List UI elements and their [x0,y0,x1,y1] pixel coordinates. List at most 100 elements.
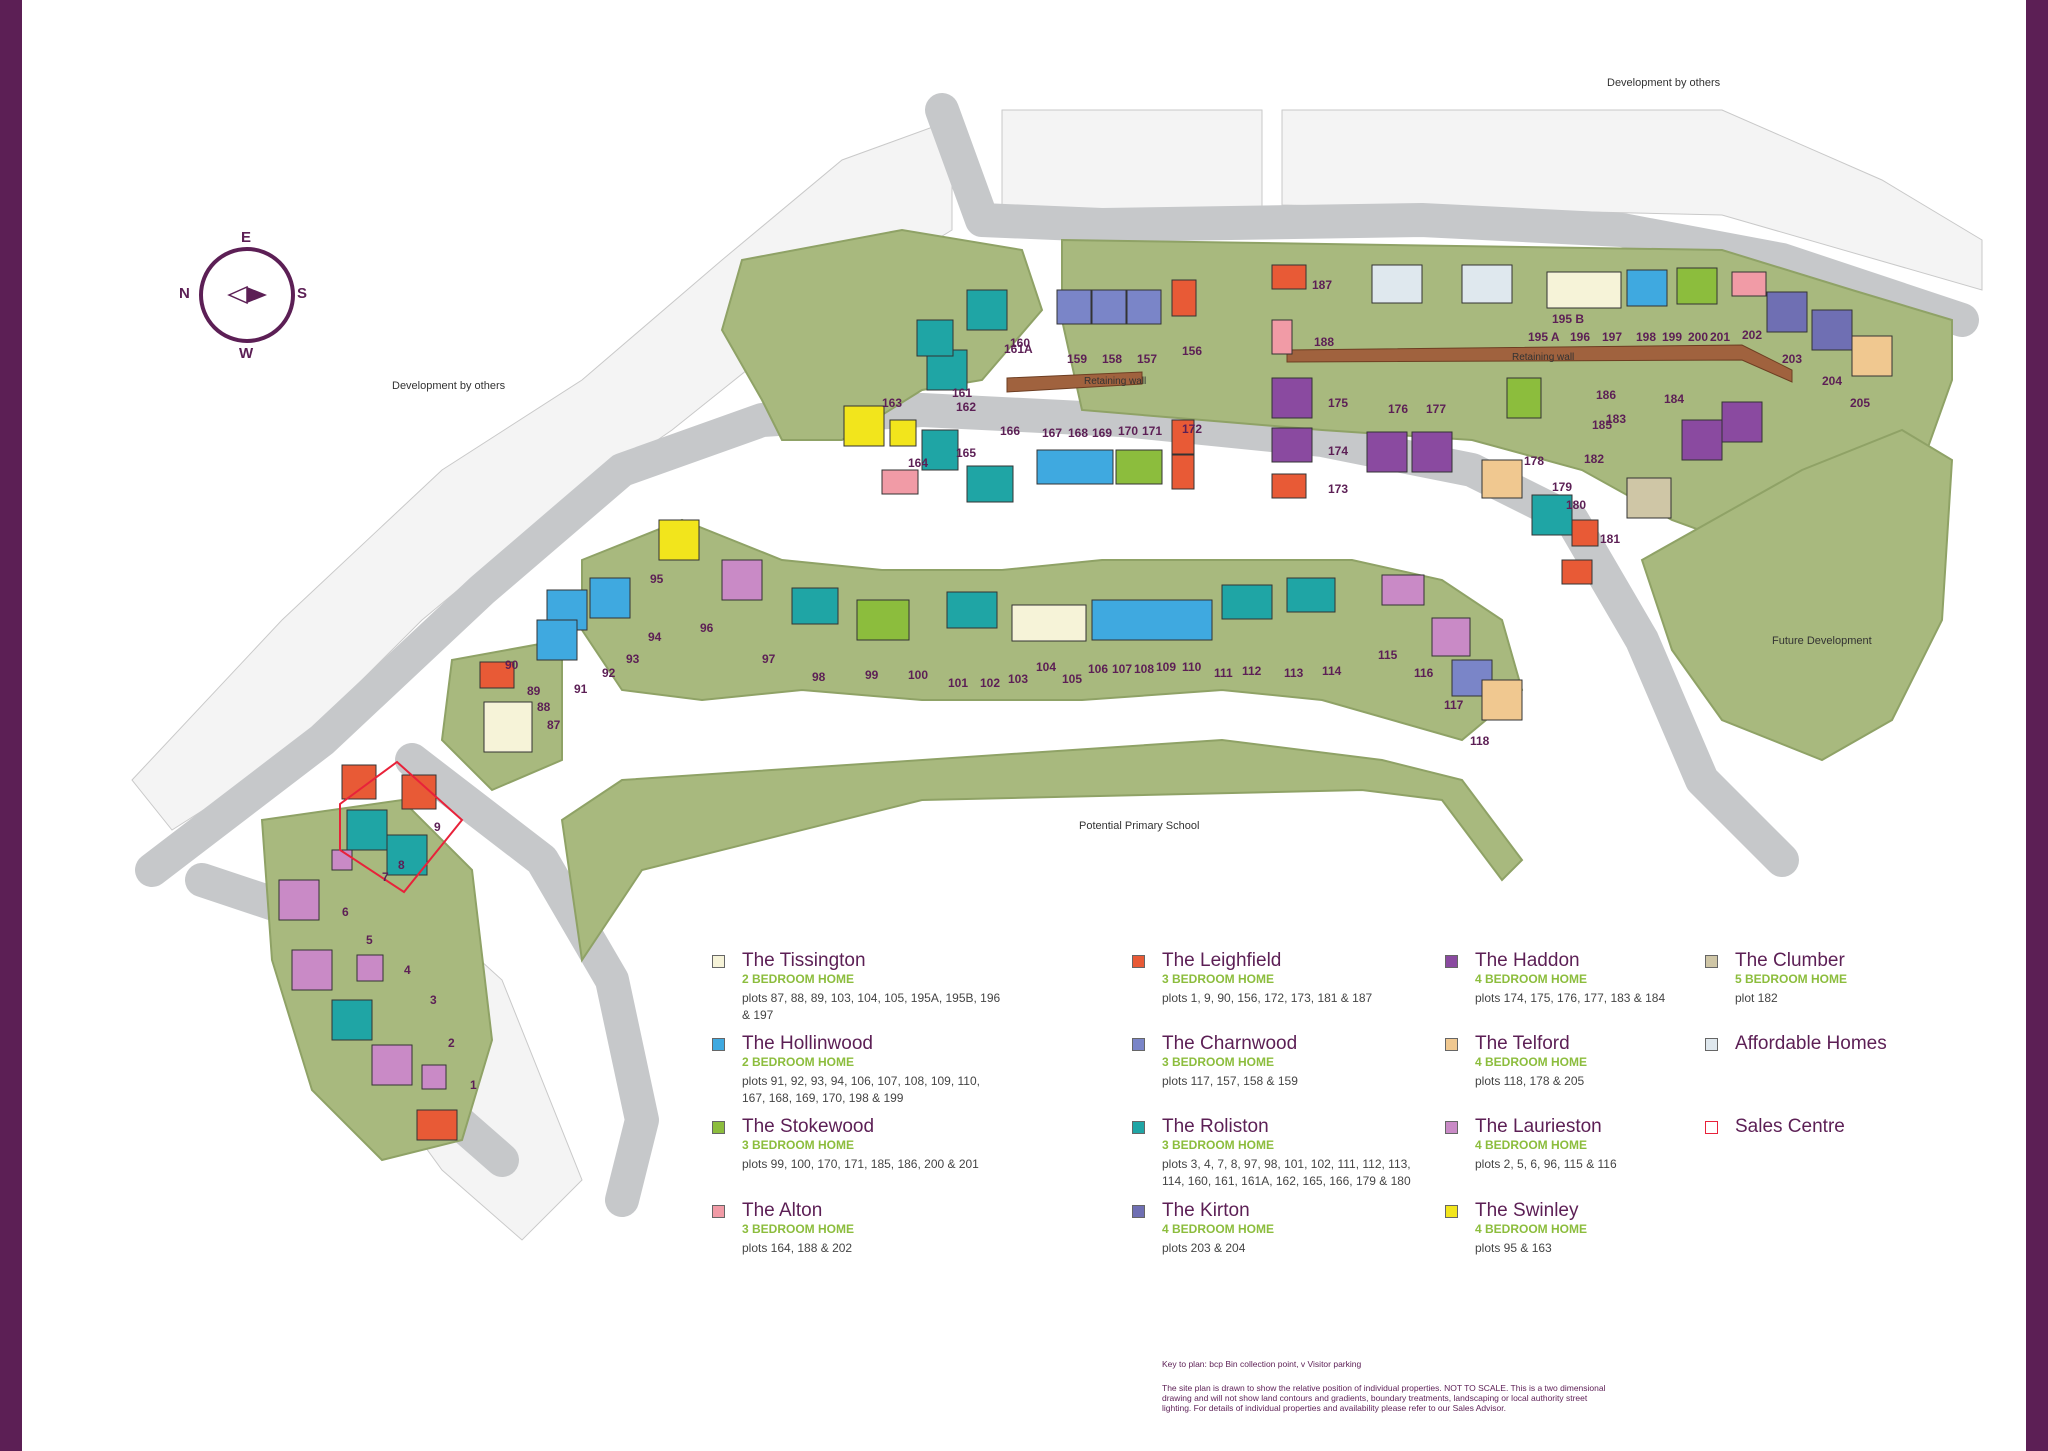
plot-number: 173 [1328,482,1349,496]
plot-number: 91 [574,682,588,696]
legend-type: 3 BEDROOM HOME [742,1138,855,1152]
plot-number: 169 [1092,426,1113,440]
plot-number: 159 [1067,352,1088,366]
legend-swatch [712,1121,725,1134]
sales-centre-outline [339,760,464,894]
legend-type: 3 BEDROOM HOME [1162,1055,1275,1069]
legend-plots: plots 3, 4, 7, 8, 97, 98, 101, 102, 111,… [1162,1157,1411,1188]
plot-number: 101 [948,676,969,690]
legend-plots: plots 174, 175, 176, 177, 183 & 184 [1475,991,1666,1005]
label-retaining-wall-1: Retaining wall [1084,376,1147,387]
plot-number: 171 [1142,424,1163,438]
plot-number: 7 [382,870,389,884]
compass: E S W N [179,229,308,362]
plot-number: 90 [505,658,519,672]
legend-swatch [1705,1121,1718,1134]
legend-type: 5 BEDROOM HOME [1735,972,1848,986]
label-retaining-wall-2: Retaining wall [1512,352,1575,363]
plot-number: 200 [1688,330,1709,344]
legend-plots: plots 1, 9, 90, 156, 172, 173, 181 & 187 [1162,991,1373,1005]
plot-number: 106 [1088,662,1109,676]
plot-number: 187 [1312,278,1333,292]
legend-type: 3 BEDROOM HOME [1162,972,1275,986]
plot-number: 172 [1182,422,1203,436]
compass-e: E [241,229,252,246]
label-future-development: Future Development [1772,635,1872,647]
legend-swatch [1705,1038,1718,1051]
legend-name: The Tissington [742,950,866,971]
plot-number: 170 [1118,424,1139,438]
legend-type: 4 BEDROOM HOME [1475,1055,1588,1069]
plot-number: 110 [1182,660,1202,674]
legend-plots: plots 118, 178 & 205 [1475,1074,1585,1088]
legend-swatch [1445,1205,1458,1218]
legend-plots: plots 117, 157, 158 & 159 [1162,1074,1298,1088]
plot-number: 89 [527,684,541,698]
plot-number: 1 [470,1078,477,1092]
label-potential-primary-school: Potential Primary School [1079,820,1200,832]
legend-swatch [1705,955,1718,968]
plot-number: 118 [1470,734,1490,748]
plot-number: 178 [1524,454,1545,468]
footer-disclaimer-2: drawing and will not show land contours … [1162,1393,1588,1403]
legend-swatch [712,1038,725,1051]
plot-number: 111 [1214,666,1233,680]
plot-number: 197 [1602,330,1623,344]
plot-number: 199 [1662,330,1683,344]
legend-plots: plots 91, 92, 93, 94, 106, 107, 108, 109… [742,1074,980,1105]
site-plan-sheet: Development by others Development by oth… [22,0,2026,1451]
retaining-walls [1006,344,1793,393]
legend-name: The Hollinwood [742,1033,873,1054]
plot-number: 9 [434,820,441,834]
legend-swatch [1132,1121,1145,1134]
legend-type: 3 BEDROOM HOME [1162,1138,1275,1152]
plot-number: 4 [404,963,411,977]
plot-number: 103 [1008,672,1029,686]
plot-number: 163 [882,396,903,410]
plot-number: 183 [1606,412,1627,426]
plot-number: 104 [1036,660,1057,674]
plot-number: 205 [1850,396,1871,410]
legend-name: The Leighfield [1162,950,1282,971]
plot-number: 109 [1156,660,1177,674]
plot-number: 94 [648,630,662,644]
compass-rose-icon [199,247,295,343]
plot-number: 176 [1388,402,1409,416]
legend-name: The Kirton [1162,1200,1250,1221]
plot-number: 95 [650,572,664,586]
plot-number: 182 [1584,452,1605,466]
legend-plots: plots 203 & 204 [1162,1241,1246,1255]
plot-number: 100 [908,668,929,682]
plot-number: 184 [1664,392,1685,406]
plot-number: 105 [1062,672,1083,686]
legend-plots: plots 99, 100, 170, 171, 185, 186, 200 &… [742,1157,979,1171]
plot-number: 166 [1000,424,1021,438]
legend-type: 2 BEDROOM HOME [742,972,855,986]
footer-key: Key to plan: bcp Bin collection point, v… [1162,1359,1362,1369]
legend-swatch [1132,1205,1145,1218]
legend-type: 2 BEDROOM HOME [742,1055,855,1069]
compass-s: S [297,285,308,302]
plot-number: 88 [537,700,551,714]
plot-number: 114 [1322,664,1342,678]
plot-number: 8 [398,858,405,872]
plot-number: 92 [602,666,616,680]
plot-number: 175 [1328,396,1349,410]
plot-number: 186 [1596,388,1617,402]
plot-number: 179 [1552,480,1573,494]
legend-name: The Swinley [1475,1200,1579,1221]
plot-number: 87 [547,718,561,732]
legend-name: The Roliston [1162,1116,1269,1137]
plot-number: 113 [1284,666,1304,680]
legend-plots: plots 164, 188 & 202 [742,1241,853,1255]
legend-name: Affordable Homes [1735,1033,1887,1054]
legend-name: The Charnwood [1162,1033,1298,1054]
label-development-by-others-top: Development by others [1607,77,1721,89]
legend-name: Sales Centre [1735,1116,1845,1137]
plot-number: 5 [366,933,373,947]
houses [278,264,1893,1141]
plot-number: 158 [1102,352,1123,366]
legend-swatch [1445,1121,1458,1134]
plot-number: 107 [1112,662,1133,676]
